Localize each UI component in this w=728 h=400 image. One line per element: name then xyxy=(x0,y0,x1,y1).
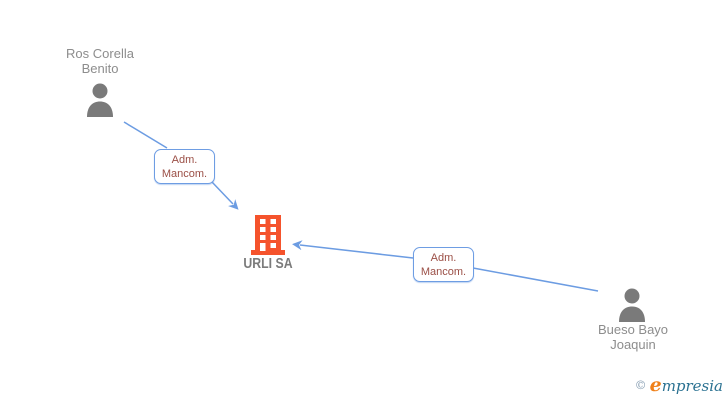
person-icon xyxy=(87,83,113,117)
empresia-logo[interactable]: ©empresia xyxy=(635,374,723,396)
person-icon xyxy=(619,288,645,322)
edge-line-person1-to-label xyxy=(123,121,168,149)
person-node-ros-corella[interactable] xyxy=(87,83,113,122)
edge-label-line: Adm. xyxy=(430,252,457,264)
edge-label-adm-mancom-2: Adm. Mancom. xyxy=(413,247,474,282)
edge-line-person2-to-label xyxy=(472,267,599,292)
edge-label-line: Mancom. xyxy=(420,266,467,278)
copyright-icon: © xyxy=(634,378,647,392)
brand-initial: e xyxy=(649,374,662,396)
edge-arrow-label1-to-company xyxy=(211,181,239,210)
edge-label-adm-mancom-1: Adm. Mancom. xyxy=(154,149,215,184)
edge-label-line: Adm. xyxy=(171,154,198,166)
person-name-line: Joaquin xyxy=(610,337,656,352)
company-node-urli-sa[interactable] xyxy=(251,215,285,260)
edge-label-line: Mancom. xyxy=(161,168,208,180)
person-name-ros-corella[interactable]: Ros Corella Benito xyxy=(40,46,160,76)
brand-name: mpresia xyxy=(661,377,723,395)
building-icon xyxy=(251,215,285,255)
person-name-line: Bueso Bayo xyxy=(597,322,669,337)
edge-arrow-label2-to-company xyxy=(292,240,414,259)
person-name-line: Benito xyxy=(81,61,119,76)
person-name-line: Ros Corella xyxy=(66,46,134,61)
company-name-urli-sa[interactable]: URLI SA xyxy=(243,255,293,272)
person-node-bueso-bayo[interactable] xyxy=(619,288,645,327)
person-name-bueso-bayo[interactable]: Bueso Bayo Joaquin xyxy=(573,322,693,352)
